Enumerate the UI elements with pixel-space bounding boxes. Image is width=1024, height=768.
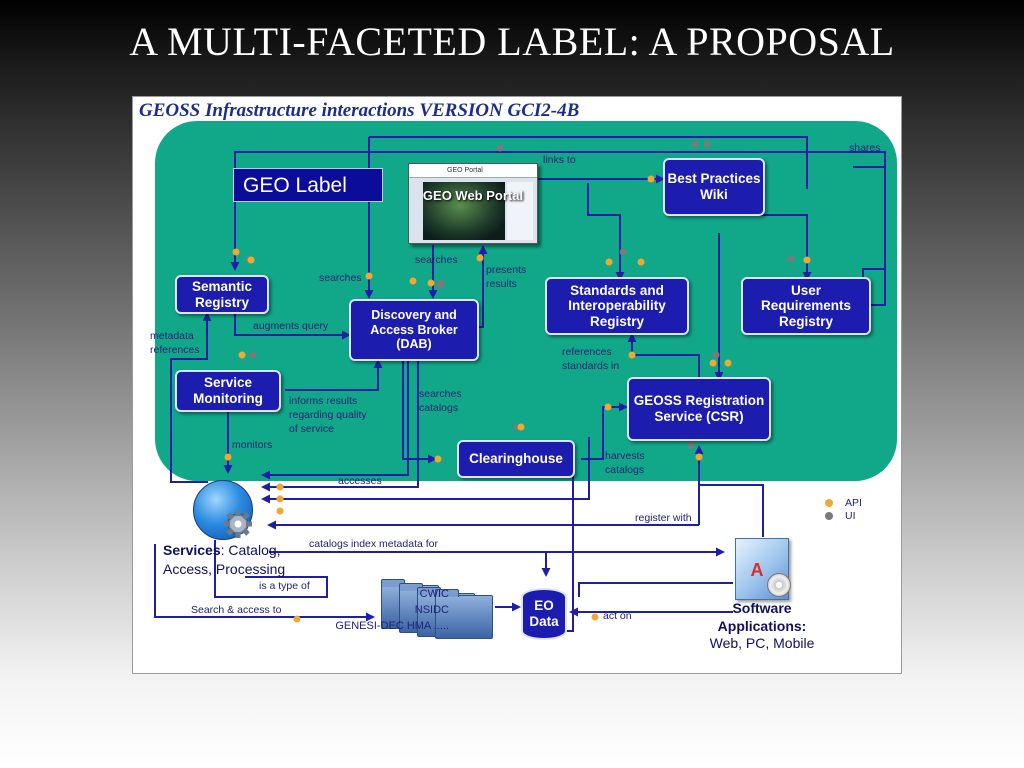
edge-is-type — [214, 540, 328, 598]
label-augments-query: augments query — [253, 320, 329, 332]
software-label: Software Applications: Web, PC, Mobile — [707, 600, 817, 653]
node-csr[interactable]: GEOSS Registration Service (CSR) — [627, 377, 771, 441]
legend-ui-dot — [825, 512, 833, 520]
slide-title: A MULTI-FACETED LABEL: A PROPOSAL — [129, 19, 895, 64]
label-accesses: accesses — [338, 475, 382, 487]
node-clearinghouse[interactable]: Clearinghouse — [457, 440, 575, 478]
label-searches-catalogs-2: catalogs — [419, 402, 459, 415]
edge-search-access — [154, 544, 375, 622]
catalog-type-cwic: CWIC — [419, 588, 449, 600]
connector-layer — [154, 136, 886, 632]
geoss-diagram: GEOSS Infrastructure interactions VERSIO… — [132, 96, 902, 674]
label-presents-2: results — [486, 278, 517, 291]
label-presents-1: presents — [486, 264, 527, 276]
edge-shares — [853, 166, 886, 306]
services-label: Services: Catalog, Access, Processing — [163, 541, 285, 579]
services-bold: Services — [163, 542, 221, 558]
label-harvests-2: catalogs — [605, 464, 645, 477]
label-presents: presents results — [486, 263, 526, 291]
gear-icon — [224, 510, 252, 538]
label-harvests-1: harvests — [605, 450, 645, 462]
legend-api-dot — [825, 499, 833, 507]
node-user-requirements[interactable]: User Requirements Registry — [741, 277, 871, 335]
label-catalogs-index: catalogs index metadata for — [309, 538, 438, 550]
label-links-to: links to — [543, 154, 576, 166]
globe-icon — [193, 480, 253, 540]
edge-accesses-2 — [261, 361, 409, 480]
cd-icon — [767, 573, 791, 597]
label-searches-dab: searches — [319, 272, 362, 284]
edge-metadata — [170, 312, 212, 483]
label-informs-2: regarding quality — [289, 409, 367, 422]
node-best-practices[interactable]: Best Practices Wiki — [663, 158, 765, 216]
label-shares: shares — [849, 142, 881, 154]
node-semantic-registry[interactable]: Semantic Registry — [175, 275, 269, 314]
label-references-standards: references standards in — [562, 345, 619, 373]
edge-search-catalogs — [402, 361, 437, 464]
edge-wiki-standards — [587, 183, 625, 281]
legend-ui-label: UI — [845, 510, 856, 522]
catalog-type-nsidc: NSIDC — [414, 603, 449, 616]
diagram-title: GEOSS Infrastructure interactions VERSIO… — [139, 100, 580, 121]
label-metadata-references: metadata references — [150, 329, 200, 357]
port-dots — [224, 140, 811, 623]
edge-wiki-user — [719, 214, 812, 281]
label-search-access: Search & access to — [191, 604, 282, 616]
eo-data-store[interactable]: EO Data — [521, 588, 567, 640]
catalog-type-genesi: GENESI-DEC HMA ..... — [335, 619, 449, 632]
edge-top-left — [369, 136, 808, 189]
node-service-monitoring[interactable]: Service Monitoring — [175, 370, 281, 412]
label-is-type-of: is a type of — [259, 580, 310, 592]
label-register-with: register with — [635, 512, 692, 524]
label-informs-3: of service — [289, 423, 334, 436]
node-standards-registry[interactable]: Standards and Interoperability Registry — [545, 277, 689, 335]
label-monitors: monitors — [232, 439, 273, 451]
services-rest-2: Access, Processing — [163, 560, 286, 577]
node-dab[interactable]: Discovery and Access Broker (DAB) — [349, 299, 479, 361]
catalog-folders-icon — [381, 571, 493, 639]
label-searches-catalogs-1: searches — [419, 388, 462, 400]
software-line-1: Software — [732, 600, 792, 616]
portal-bar-text: GEO Portal — [447, 167, 483, 174]
edge-csr-references — [627, 333, 700, 379]
geo-web-portal[interactable]: GEO Portal GEO Web Portal — [408, 163, 538, 244]
services-rest-1: : Catalog, — [220, 542, 281, 558]
label-searches-portal: searches — [415, 254, 458, 266]
geo-label-tag: GEO Label — [233, 168, 383, 202]
label-metadata-1: metadata — [150, 330, 194, 342]
edge-dab-portal — [477, 245, 488, 328]
label-informs: informs results regarding quality of ser… — [289, 394, 367, 437]
edge-augments — [234, 314, 351, 340]
label-informs-1: informs results — [289, 395, 358, 407]
software-line-3: Web, PC, Mobile — [709, 635, 815, 651]
label-metadata-2: references — [150, 344, 200, 357]
label-act-on: act on — [603, 610, 632, 622]
legend-api-label: API — [845, 497, 862, 509]
edge-accesses-3 — [261, 437, 590, 504]
edge-sw-types — [578, 582, 733, 597]
label-searches-catalogs: searches catalogs — [419, 387, 462, 415]
label-ref-std-2: standards in — [562, 360, 620, 373]
portal-label: GEO Web Portal — [422, 188, 524, 203]
edge-accesses-1 — [261, 361, 419, 492]
label-harvests: harvests catalogs — [605, 449, 645, 477]
edge-informs — [285, 359, 383, 391]
software-line-2: Applications: — [717, 617, 807, 634]
software-logo-icon: A — [750, 560, 764, 580]
edge-harvests — [581, 402, 628, 460]
edge-sw-register — [699, 484, 764, 537]
catalog-types: CWIC NSIDC GENESI-DEC HMA ..... — [329, 587, 449, 635]
label-ref-std-1: references — [562, 346, 612, 358]
edge-clear-down — [565, 475, 574, 632]
